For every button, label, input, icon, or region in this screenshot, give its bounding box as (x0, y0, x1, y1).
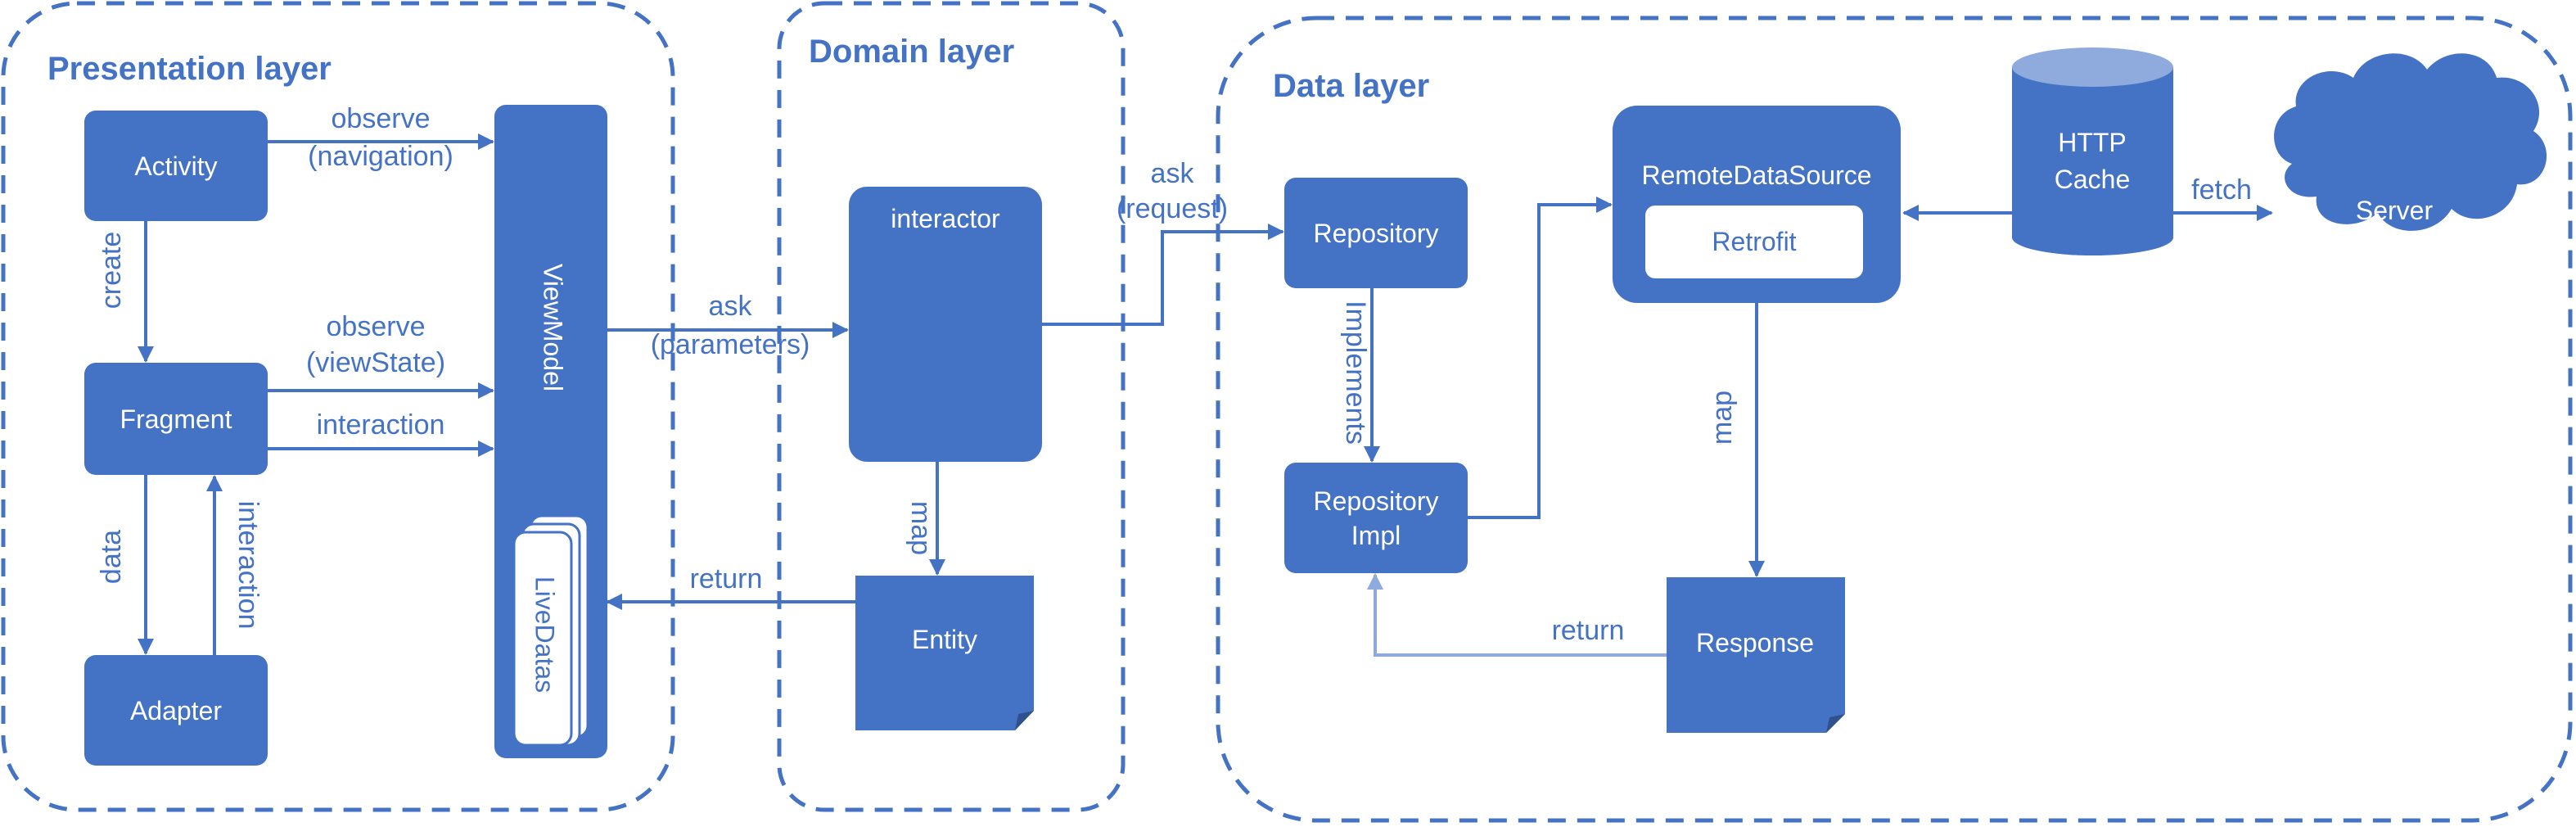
edge-ask-request-label-2: (request) (1117, 193, 1228, 224)
edge-interaction-vertical-label: interaction (232, 501, 264, 630)
edge-observe-viewstate-label-1: observe (327, 311, 426, 342)
activity-label: Activity (134, 151, 217, 181)
http-cache-label-1: HTTP (2058, 128, 2127, 157)
repository-node: Repository (1284, 178, 1468, 288)
edge-ask-request (1042, 224, 1284, 326)
data-layer-border (1216, 16, 2573, 823)
edge-interaction-label: interaction (317, 409, 445, 441)
http-cache-node: HTTP Cache (2012, 47, 2173, 255)
interactor-label: interactor (891, 204, 1000, 233)
response-node: Response (1667, 577, 1845, 733)
data-layer-title: Data layer (1273, 68, 1429, 104)
livedatas-node: LiveDatas (512, 514, 589, 747)
presentation-layer-title: Presentation layer (47, 51, 332, 87)
edge-map-data-label: map (1707, 391, 1738, 445)
viewmodel-label: ViewModel (539, 264, 568, 391)
edge-impl-to-remote (1468, 197, 1613, 519)
repository-impl-node: Repository Impl (1284, 463, 1468, 573)
server-label: Server (2356, 196, 2434, 225)
edge-ask-parameters-label-1: ask (709, 291, 753, 322)
edge-create-label: create (96, 232, 127, 310)
entity-label: Entity (912, 625, 977, 654)
edge-map-domain-label: map (905, 501, 936, 555)
edge-observe-navigation-label-2: (navigation) (308, 141, 453, 172)
edge-ask-request-label-1: ask (1151, 158, 1195, 189)
repository-impl-label-2: Impl (1351, 521, 1401, 550)
activity-node: Activity (84, 111, 268, 221)
edge-fetch-label: fetch (2191, 174, 2252, 206)
edge-return-data (1367, 573, 1667, 657)
edge-ask-parameters-label-2: (parameters) (651, 329, 810, 360)
edge-return-domain-label: return (690, 563, 763, 594)
retrofit-label: Retrofit (1712, 227, 1796, 256)
adapter-label: Adapter (130, 696, 222, 725)
edge-implements-label: Implements (1340, 301, 1371, 445)
repository-impl-label-1: Repository (1314, 486, 1439, 516)
domain-layer-border (777, 1, 1126, 812)
remote-data-source-label: RemoteDataSource (1641, 160, 1871, 190)
fragment-label: Fragment (120, 404, 232, 434)
adapter-node: Adapter (84, 655, 268, 766)
edge-observe-viewstate-label-2: (viewState) (306, 347, 445, 378)
edge-observe-navigation-label-1: observe (332, 103, 431, 134)
livedatas-label: LiveDatas (530, 576, 560, 693)
response-label: Response (1696, 628, 1814, 658)
fragment-node: Fragment (84, 363, 268, 475)
repository-label: Repository (1314, 219, 1439, 248)
edge-data-label: data (96, 530, 127, 584)
interactor-node: interactor (849, 187, 1042, 462)
entity-node: Entity (855, 576, 1034, 730)
remote-data-source-node: RemoteDataSource Retrofit (1613, 106, 1901, 303)
server-node: Server (2274, 53, 2547, 231)
http-cache-label-2: Cache (2055, 165, 2131, 194)
domain-layer-title: Domain layer (809, 34, 1014, 70)
edge-return-data-label: return (1552, 615, 1625, 646)
retrofit-box (1645, 206, 1863, 278)
